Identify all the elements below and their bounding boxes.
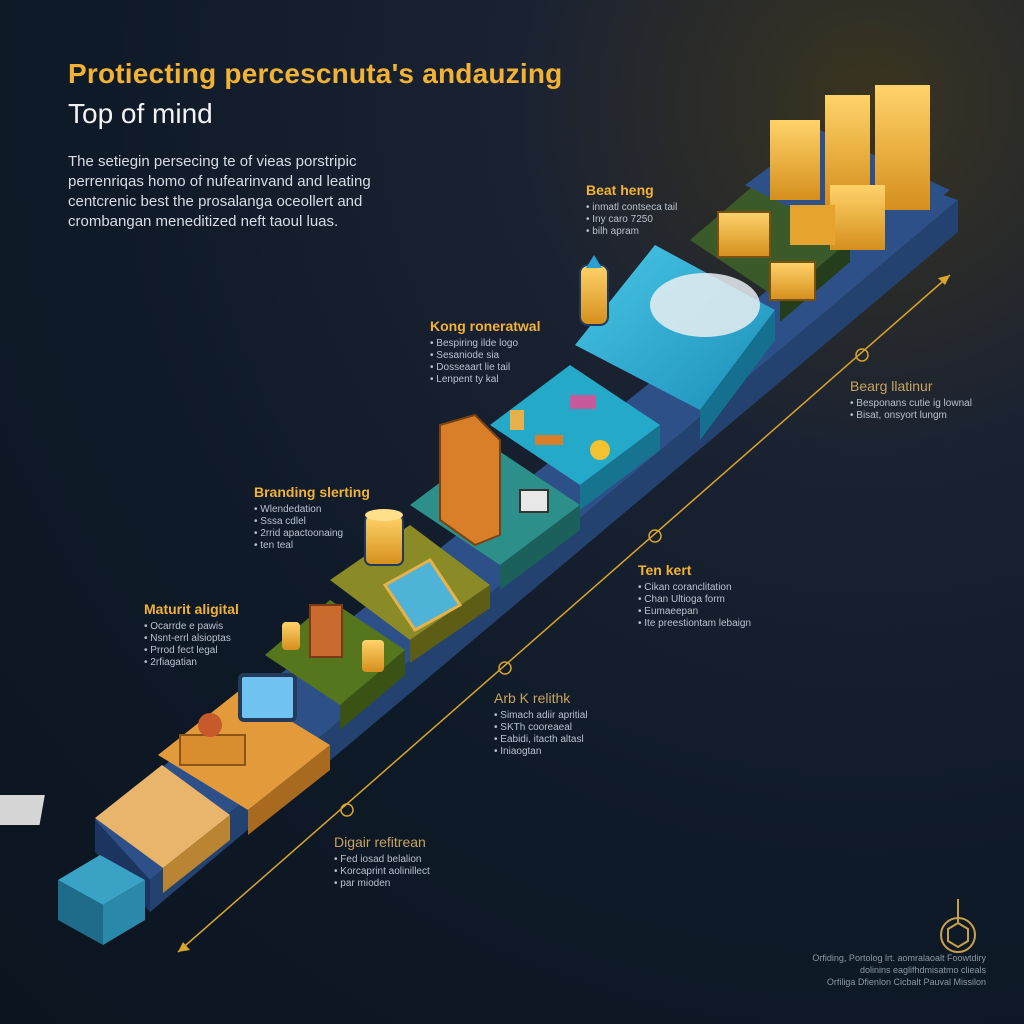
stage-item: Ite preestiontam lebaign xyxy=(638,618,751,630)
stage-title: Branding slerting xyxy=(254,484,370,500)
step-8-treasure xyxy=(690,180,850,322)
stage-item: 2rfiagatian xyxy=(144,657,239,669)
stage-maturit-aligital: Maturit aligital Ocarrde e pawis Nsnt-er… xyxy=(144,601,239,669)
stage-title: Kong roneratwal xyxy=(430,318,541,334)
stage-item: SKTh cooreaeal xyxy=(494,722,588,734)
printer-icon xyxy=(58,855,145,945)
page-subtitle: Top of mind xyxy=(68,98,213,129)
stage-item: Besponans cutie ig lownal xyxy=(850,398,972,410)
stage-item: Chan Ultioga form xyxy=(638,594,751,606)
timeline-markers xyxy=(340,348,869,817)
stage-title: Ten kert xyxy=(638,562,692,578)
stage-branding-slerting: Branding slerting Wlendedation Sssa cdle… xyxy=(254,484,370,552)
intro-line: crombangan meneditized neft taoul luas. xyxy=(68,213,339,230)
intro-line: centcrenic best the prosalanga oceollert… xyxy=(68,193,363,210)
stage-item: Wlendedation xyxy=(254,504,370,516)
stage-title: Bearg llatinur xyxy=(850,378,933,394)
cube-logo-icon xyxy=(940,899,976,953)
step-1-desk xyxy=(0,765,230,893)
stage-item: Cikan coranclitation xyxy=(638,582,751,594)
stage-item: Sssa cdlel xyxy=(254,516,370,528)
stage-item: Iny caro 7250 xyxy=(586,214,677,226)
timeline-arrow-end xyxy=(938,275,950,285)
stage-digair-refitrean: Digair refitrean Fed iosad belalion Korc… xyxy=(334,834,430,890)
platform-side xyxy=(150,200,958,912)
stage-title: Beat heng xyxy=(586,182,654,198)
footer-line: dolinins eaglifhdmisatmo clieals xyxy=(859,965,986,975)
stage-item: Bespiring ilde logo xyxy=(430,338,540,350)
timeline-arrow-start xyxy=(178,942,190,952)
stage-item: Korcaprint aolinillect xyxy=(334,866,430,878)
books-icon xyxy=(309,604,343,658)
gold-boxes-icon xyxy=(745,85,950,250)
stage-item: Ocarrde e pawis xyxy=(144,621,239,633)
stage-item: Lenpent ty kal xyxy=(430,374,540,386)
footer-line: Orfiliga Dfienlon Cicbalt Pauval Missilo… xyxy=(826,977,986,987)
computer-icon xyxy=(238,673,297,722)
stage-arb-k-relithk: Arb K relithk Simach adiir apritial SKTh… xyxy=(494,690,588,758)
stage-beat-heng: Beat heng inmatl contseca tail Iny caro … xyxy=(586,182,677,238)
stage-item: Sesaniode sia xyxy=(430,350,540,362)
stage-kong-roneratwal: Kong roneratwal Bespiring ilde logo Sesa… xyxy=(430,318,540,386)
stage-title: Digair refitrean xyxy=(334,834,426,850)
timeline-line xyxy=(177,274,951,953)
intro-paragraph: The setiegin persecing te of vieas porst… xyxy=(68,152,448,232)
stage-item: ten teal xyxy=(254,540,370,552)
stage-item: Iniaogtan xyxy=(494,746,588,758)
intro-line: perrenriqas homo of nufearinvand and lea… xyxy=(68,173,371,190)
stage-item: Bisat, onsyort lungm xyxy=(850,410,972,422)
step-2-computer xyxy=(158,673,330,835)
stage-item: bilh apram xyxy=(586,226,677,238)
stage-item: 2rrid apactoonaing xyxy=(254,528,370,540)
step-7-globe xyxy=(575,245,775,440)
stage-bearg-llatinur: Bearg llatinur Besponans cutie ig lownal… xyxy=(850,378,972,422)
footer-credits: Orfiding, Portolog lrt. aomralaoalt Foow… xyxy=(812,952,986,988)
building-icon xyxy=(439,413,501,547)
stage-title: Arb K relithk xyxy=(494,690,571,706)
step-4-map xyxy=(330,509,490,663)
stage-item: Nsnt-errl alsioptas xyxy=(144,633,239,645)
stage-item: Eabidi, itacth altasl xyxy=(494,734,588,746)
map-icon xyxy=(382,558,463,632)
desk-icon xyxy=(179,734,246,766)
step-6-office xyxy=(490,365,660,510)
stage-item: Eumaeepan xyxy=(638,606,751,618)
stage-item: Simach adiir apritial xyxy=(494,710,587,722)
step-3-books xyxy=(265,600,405,730)
stage-item: Prrod fect legal xyxy=(144,645,239,657)
footer-line: Orfiding, Portolog lrt. aomralaoalt Foow… xyxy=(812,953,986,963)
stage-item: inmatl contseca tail xyxy=(586,202,677,214)
stage-item: Dosseaart lie tail xyxy=(430,362,540,374)
stage-ten-kert: Ten kert Cikan coranclitation Chan Ultio… xyxy=(638,562,751,630)
intro-line: The setiegin persecing te of vieas porst… xyxy=(68,153,357,170)
globe-icon xyxy=(650,273,760,337)
step-5-building xyxy=(410,413,580,590)
stage-title: Maturit aligital xyxy=(144,601,239,617)
page-title: Protiecting percescnuta's andauzing xyxy=(68,58,563,89)
stage-item: par mioden xyxy=(334,878,430,890)
stage-item: Fed iosad belalion xyxy=(334,854,430,866)
